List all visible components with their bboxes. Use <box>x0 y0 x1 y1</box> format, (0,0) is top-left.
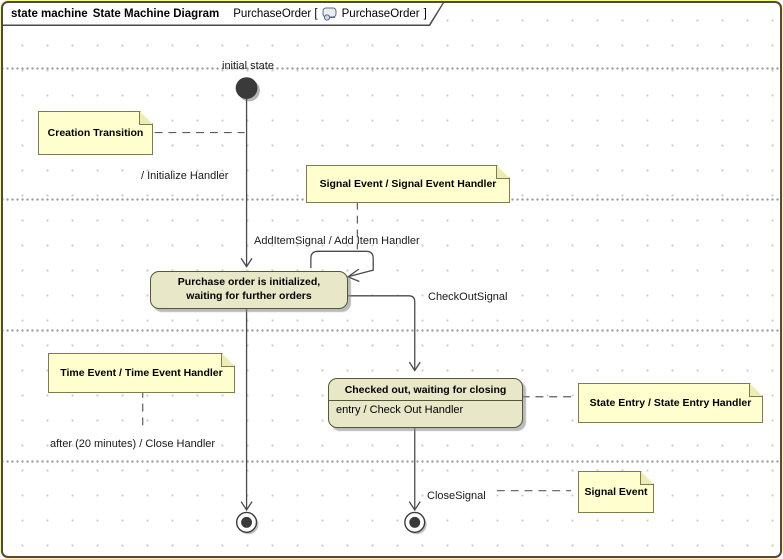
state-machine-icon <box>322 7 338 21</box>
initial-node[interactable] <box>235 77 258 99</box>
state-purchase-order-initialized[interactable]: Purchase order is initialized, waiting f… <box>150 271 348 309</box>
state-name-line1: Purchase order is initialized, <box>177 276 321 288</box>
arrowhead-icon <box>408 361 421 372</box>
transition-label-close[interactable]: CloseSignal <box>427 490 486 502</box>
transition-label-initialize[interactable]: / Initialize Handler <box>141 170 229 182</box>
transition-checkout-line[interactable] <box>347 295 416 371</box>
transition-label-add-item[interactable]: AddItemSignal / Add Item Handler <box>254 235 420 247</box>
note-text: Signal Event <box>584 486 648 498</box>
note-text: Time Event / Time Event Handler <box>60 367 223 379</box>
frame-context: PurchaseOrder [ <box>233 7 318 20</box>
frame-element-name: PurchaseOrder <box>341 7 420 20</box>
frame-diagram-name: State Machine Diagram <box>92 7 220 20</box>
arrowhead-icon <box>240 257 253 268</box>
initial-state-label[interactable]: initial state <box>222 60 274 72</box>
note-time-event[interactable]: Time Event / Time Event Handler <box>48 353 235 393</box>
transition-label-after-close[interactable]: after (20 minutes) / Close Handler <box>50 438 216 450</box>
transition-lines-layer <box>142 77 572 535</box>
note-text: Creation Transition <box>47 127 144 139</box>
note-state-entry[interactable]: State Entry / State Entry Handler <box>578 383 763 423</box>
final-node-checkout-dot <box>409 516 421 528</box>
transition-add-item-loop[interactable] <box>310 250 374 278</box>
frame-keyword: state machine <box>11 7 88 20</box>
note-text: State Entry / State Entry Handler <box>589 397 752 409</box>
note-signal-event-handler[interactable]: Signal Event / Signal Event Handler <box>306 165 510 203</box>
frame-bracket: ] <box>423 7 427 20</box>
final-node-order-dot <box>241 516 253 528</box>
transition-label-checkout[interactable]: CheckOutSignal <box>428 291 508 303</box>
note-creation-transition[interactable]: Creation Transition <box>38 111 153 155</box>
compartment-divider <box>329 400 522 401</box>
arrowhead-icon <box>240 501 253 512</box>
state-name-line2: waiting for further orders <box>186 290 312 302</box>
note-text: Signal Event / Signal Event Handler <box>319 178 497 190</box>
note-signal-event[interactable]: Signal Event <box>578 471 654 513</box>
frame-header: state machine State Machine Diagram Purc… <box>3 3 443 25</box>
state-name: Checked out, waiting for closing <box>344 384 507 396</box>
arrowhead-icon <box>346 268 360 283</box>
state-checked-out[interactable]: Checked out, waiting for closing entry /… <box>328 378 523 428</box>
arrowhead-icon <box>408 501 421 512</box>
state-entry-activity: entry / Check Out Handler <box>336 404 464 416</box>
